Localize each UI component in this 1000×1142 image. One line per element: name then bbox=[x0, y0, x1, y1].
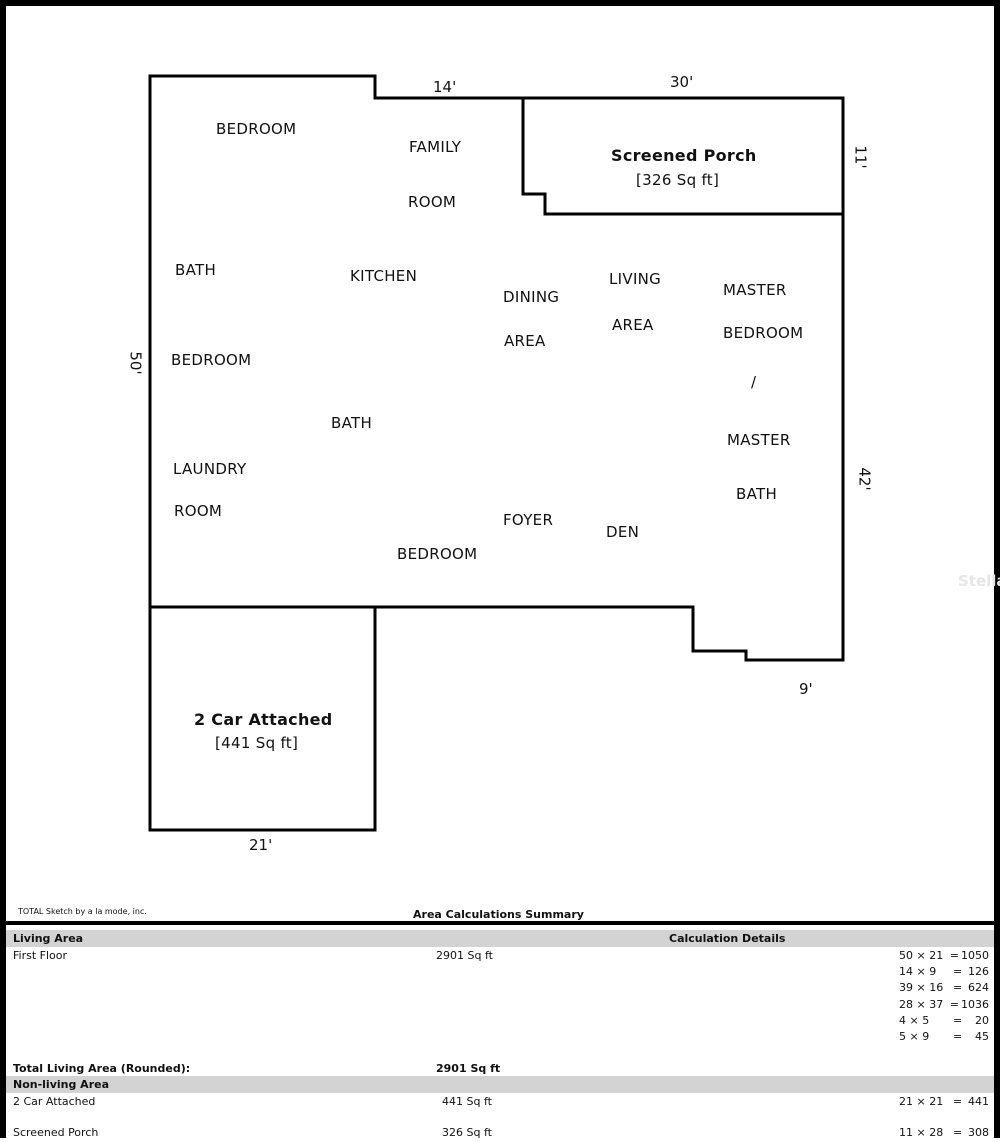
dimension-label: 14' bbox=[433, 78, 457, 96]
room-label: BATH bbox=[331, 414, 373, 432]
dimension-label: 11' bbox=[851, 145, 870, 169]
porch-area-value: 326 Sq ft bbox=[442, 1126, 492, 1139]
watermark: Stellar bbox=[958, 572, 1000, 590]
calc-eq: = bbox=[953, 1013, 963, 1027]
calc-row: 21 × 21 = 441 bbox=[899, 1095, 989, 1111]
calc-eq: = bbox=[953, 981, 963, 995]
garage-area-value: 441 Sq ft bbox=[442, 1095, 492, 1108]
calc-expr: 28 × 37 bbox=[899, 997, 944, 1011]
calc-expr: 11 × 28 bbox=[899, 1126, 944, 1139]
room-label: BEDROOM bbox=[216, 120, 297, 138]
room-label: FOYER bbox=[503, 511, 554, 529]
calc-expr: 5 × 9 bbox=[899, 1029, 930, 1043]
calc-row: 11 × 28 = 308 bbox=[899, 1126, 989, 1142]
dimension-label: 50' bbox=[126, 351, 145, 375]
nonliving-header: Non-living Area bbox=[13, 1078, 109, 1091]
calc-eq: = bbox=[953, 1029, 963, 1043]
room-label: AREA bbox=[504, 332, 546, 350]
room-label: / bbox=[751, 373, 757, 391]
room-label: ROOM bbox=[408, 193, 457, 211]
living-area-outline bbox=[148, 74, 845, 662]
first-floor-calculations: 50 × 21=1050 14 × 9=126 39 × 16=624 28 ×… bbox=[899, 949, 989, 1046]
porch-calculation: 11 × 28 = 308 bbox=[899, 1126, 989, 1142]
living-area-header-row bbox=[6, 930, 994, 947]
room-label: BEDROOM bbox=[171, 351, 252, 369]
room-label: FAMILY bbox=[409, 138, 462, 156]
room-label: KITCHEN bbox=[350, 267, 418, 285]
divider bbox=[0, 921, 1000, 925]
dimension-label: 30' bbox=[670, 73, 694, 91]
garage-outline bbox=[148, 605, 377, 832]
calculation-details-header: Calculation Details bbox=[669, 932, 786, 945]
calc-eq: = bbox=[949, 949, 959, 962]
calc-expr: 50 × 21 bbox=[899, 949, 944, 962]
room-label: BEDROOM bbox=[397, 545, 478, 563]
floor-plan bbox=[148, 74, 845, 832]
calc-expr: 14 × 9 bbox=[899, 965, 937, 979]
calc-expr: 4 × 5 bbox=[899, 1013, 930, 1027]
porch-label: Screened Porch bbox=[13, 1126, 99, 1139]
garage-name: 2 Car Attached bbox=[194, 710, 333, 729]
calc-result: 308 bbox=[968, 1126, 989, 1139]
room-label: DEN bbox=[606, 523, 640, 541]
first-floor-area: 2901 Sq ft bbox=[436, 949, 493, 962]
room-label: MASTER bbox=[727, 431, 791, 449]
room-label: BATH bbox=[736, 485, 778, 503]
calc-result: 441 bbox=[968, 1095, 989, 1108]
calc-expr: 39 × 16 bbox=[899, 981, 944, 995]
room-label: ROOM bbox=[174, 502, 223, 520]
porch-outline bbox=[521, 98, 843, 216]
room-label: BATH bbox=[175, 261, 217, 279]
calc-expr: 21 × 21 bbox=[899, 1095, 944, 1108]
room-label: MASTER bbox=[723, 281, 787, 299]
software-credit: TOTAL Sketch by a la mode, inc. bbox=[18, 907, 147, 916]
room-label: LAUNDRY bbox=[173, 460, 247, 478]
summary-title: Area Calculations Summary bbox=[413, 908, 584, 921]
nonliving-header-row bbox=[6, 1076, 994, 1093]
calc-eq: = bbox=[953, 1126, 963, 1139]
first-floor-label: First Floor bbox=[13, 949, 68, 962]
dimension-label: 42' bbox=[855, 467, 874, 491]
calc-eq: = bbox=[953, 1095, 963, 1108]
porch-area: [326 Sq ft] bbox=[636, 171, 720, 189]
living-area-header: Living Area bbox=[13, 932, 84, 945]
room-label: DINING bbox=[503, 288, 560, 306]
calc-result: 624 bbox=[968, 981, 989, 995]
dimension-label: 21' bbox=[249, 836, 273, 854]
calc-row: 28 × 37 =1036 bbox=[899, 998, 989, 1014]
room-label: LIVING bbox=[609, 270, 662, 288]
total-living-value: 2901 Sq ft bbox=[436, 1062, 501, 1075]
calc-result: 1050 bbox=[961, 949, 989, 962]
calc-eq: = bbox=[949, 997, 959, 1011]
garage-area: [441 Sq ft] bbox=[215, 734, 299, 752]
room-label: AREA bbox=[612, 316, 654, 334]
calc-row: 50 × 21 =1050 bbox=[899, 949, 989, 965]
calc-row: 14 × 9 = 126 bbox=[899, 965, 989, 981]
room-label: BEDROOM bbox=[723, 324, 804, 342]
calc-result: 1036 bbox=[961, 997, 989, 1011]
calc-row: 39 × 16 = 624 bbox=[899, 981, 989, 997]
calc-result: 126 bbox=[968, 965, 989, 979]
total-living-label: Total Living Area (Rounded): bbox=[13, 1062, 191, 1075]
garage-label: 2 Car Attached bbox=[13, 1095, 96, 1108]
calc-row: 4 × 5 = 20 bbox=[899, 1014, 989, 1030]
calc-result: 45 bbox=[975, 1029, 989, 1043]
porch-name: Screened Porch bbox=[611, 146, 757, 165]
calc-eq: = bbox=[953, 965, 963, 979]
dimension-label: 9' bbox=[799, 680, 813, 698]
garage-calculation: 21 × 21 = 441 bbox=[899, 1095, 989, 1111]
calc-result: 20 bbox=[975, 1013, 989, 1027]
calc-row: 5 × 9 = 45 bbox=[899, 1030, 989, 1046]
